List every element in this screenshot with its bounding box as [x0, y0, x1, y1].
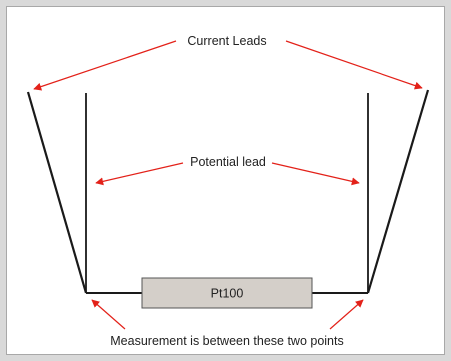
current-leads-label: Current Leads: [187, 34, 266, 48]
resistor-label: Pt100: [211, 287, 244, 301]
arrow-current-lead-right: [285, 40, 423, 90]
pt100-resistor: Pt100: [141, 277, 313, 309]
potential-lead-label: Potential lead: [190, 155, 266, 169]
arrow-potential-lead-right: [271, 162, 360, 186]
current-lead-right: [366, 89, 430, 294]
arrow-measurement-right: [329, 299, 364, 330]
current-lead-left: [26, 91, 88, 294]
measurement-note: Measurement is between these two points: [110, 334, 343, 348]
arrow-current-lead-left: [33, 40, 177, 91]
arrow-potential-lead-left: [95, 162, 184, 186]
arrow-measurement-left: [91, 299, 126, 330]
